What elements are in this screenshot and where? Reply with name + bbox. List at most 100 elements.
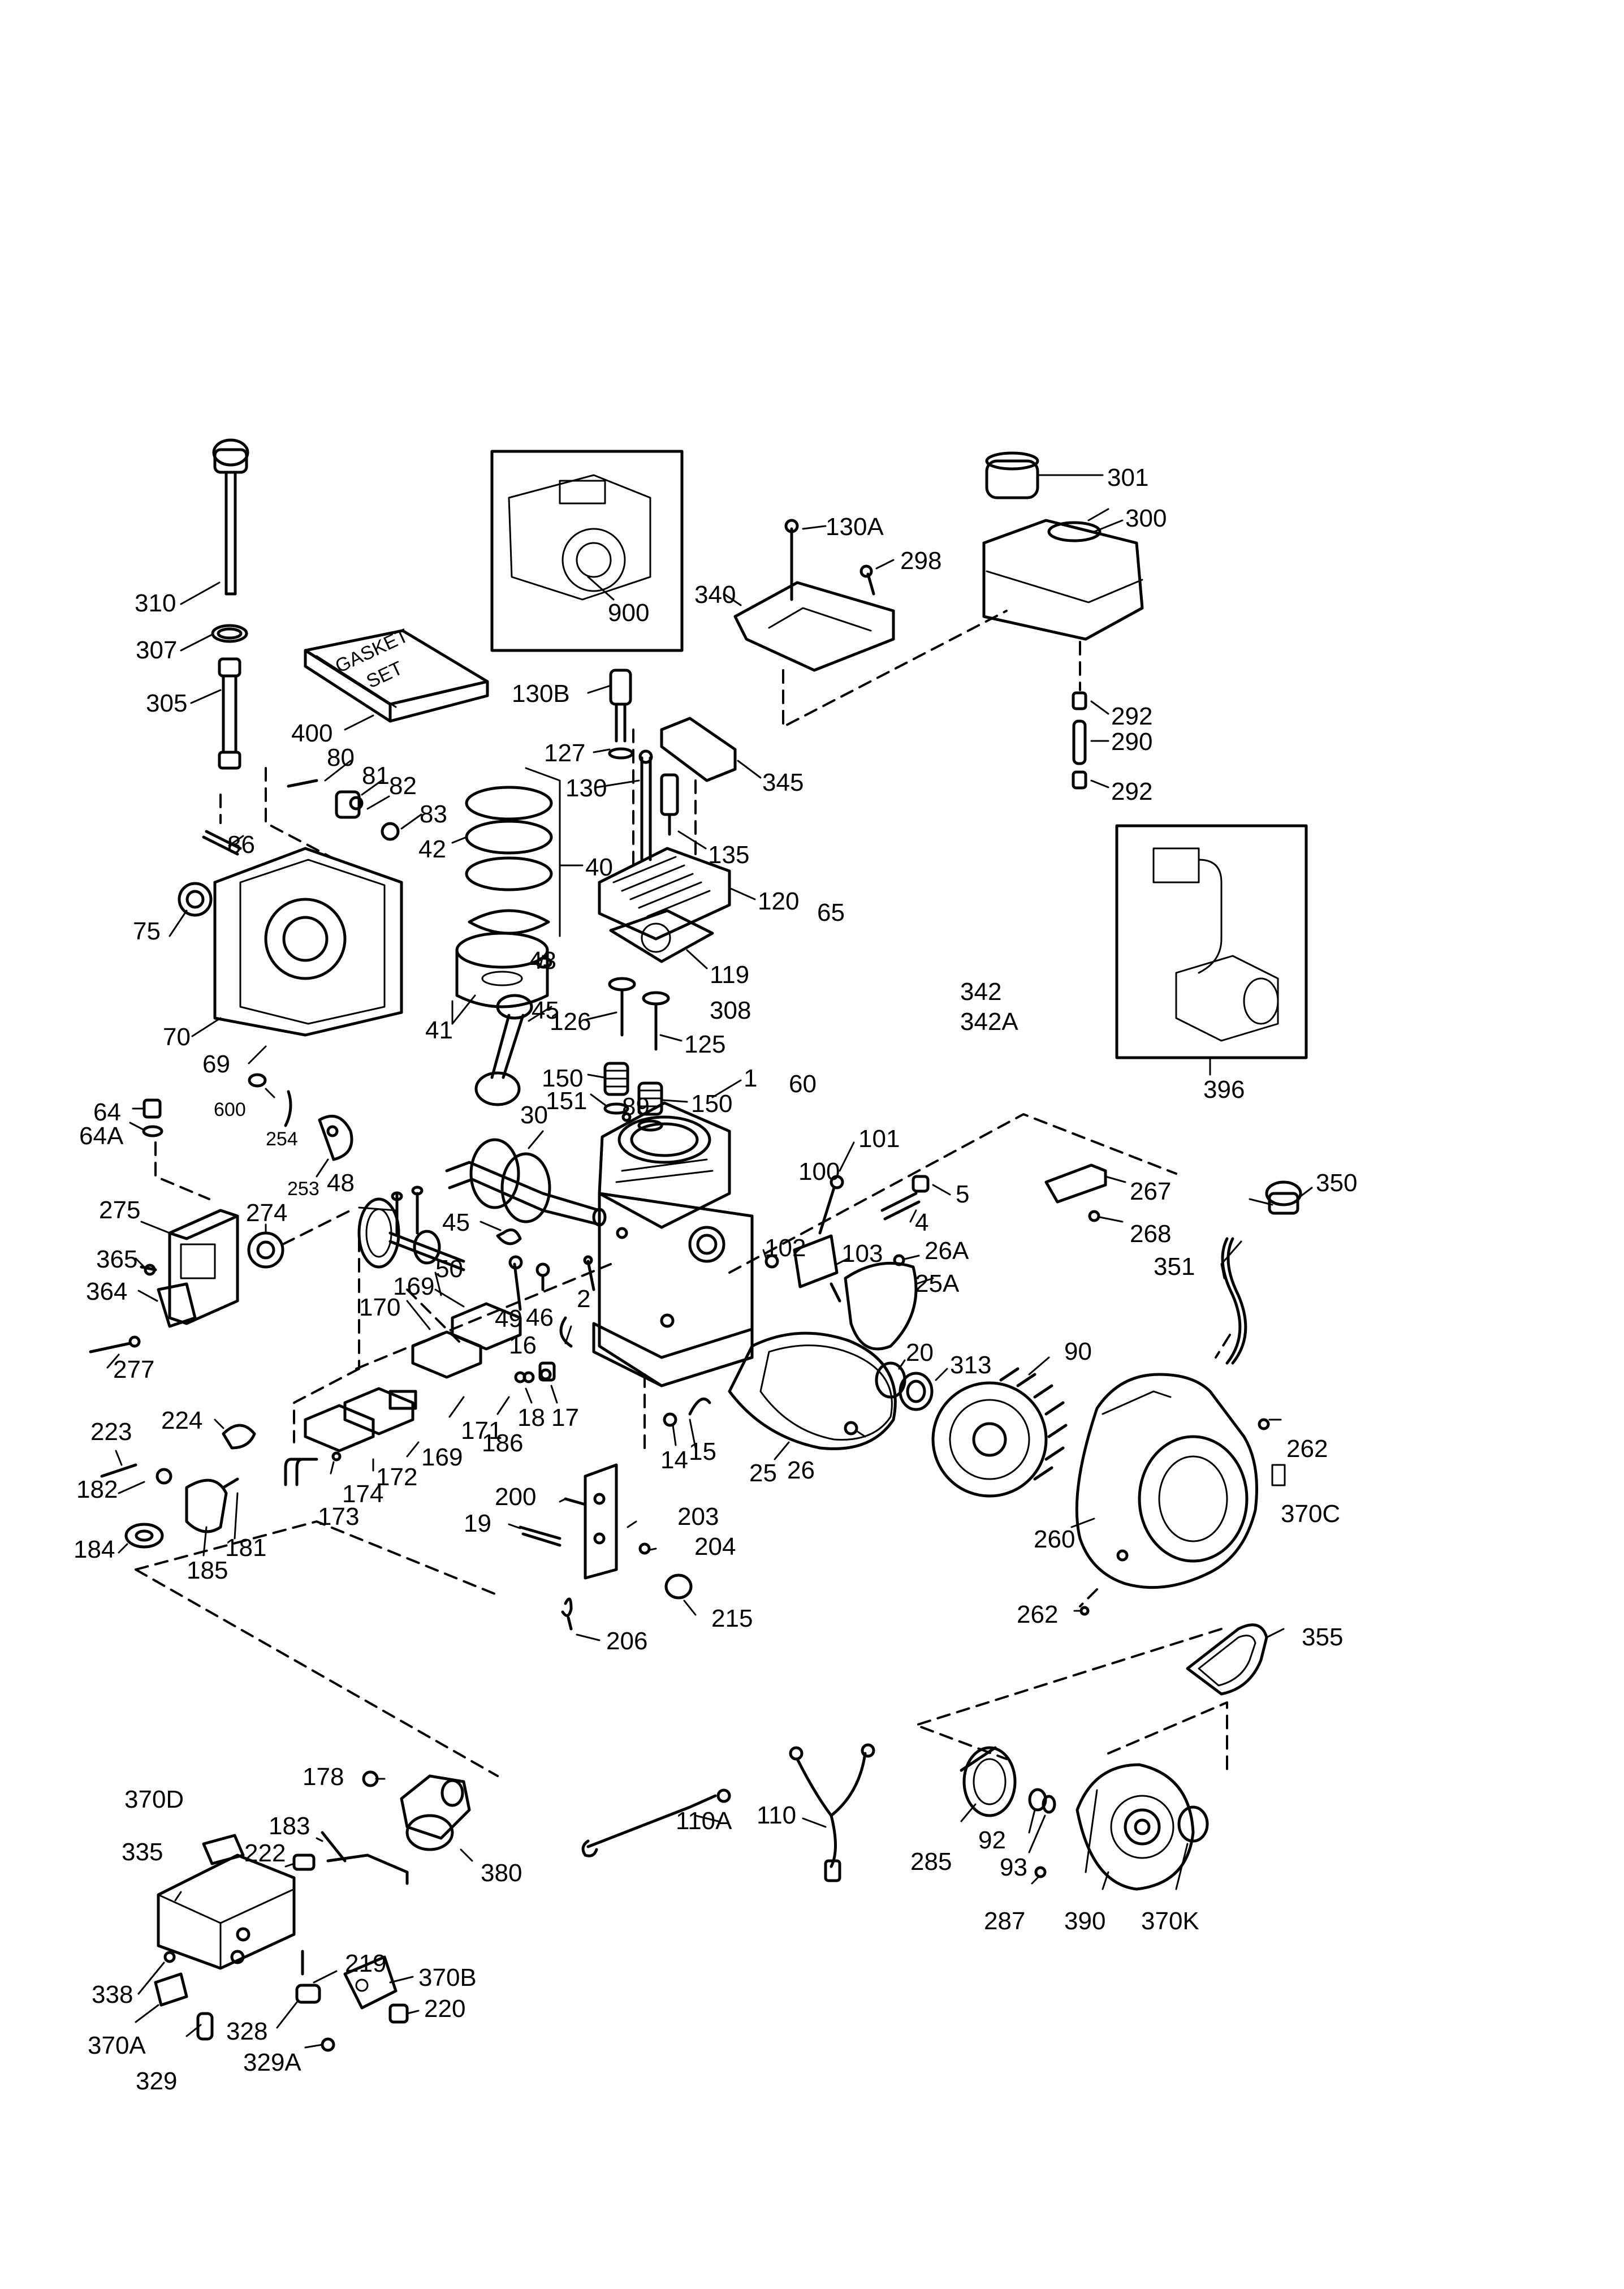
callout-350: 350 — [1316, 1169, 1358, 1197]
callout-102: 102 — [765, 1234, 806, 1262]
callout-308: 308 — [710, 997, 751, 1024]
governor-linkage — [522, 1361, 711, 1449]
callout-150-right: 150 — [691, 1090, 733, 1118]
callout-86: 86 — [227, 831, 255, 859]
callout-185: 185 — [187, 1557, 228, 1584]
callout-110: 110 — [757, 1801, 797, 1829]
ground-wires — [581, 1743, 875, 1882]
callout-290: 290 — [1111, 728, 1153, 756]
callout-75: 75 — [133, 917, 161, 945]
callout-170: 170 — [359, 1294, 401, 1321]
callout-262-lower: 262 — [1017, 1601, 1059, 1628]
guide-lines-top — [782, 610, 1081, 728]
callout-41: 41 — [425, 1016, 453, 1044]
governor-control — [508, 1463, 697, 1641]
gasket-set-package — [304, 629, 489, 731]
callout-183: 183 — [269, 1812, 310, 1840]
piston — [451, 932, 552, 1025]
callout-81: 81 — [362, 762, 390, 790]
callout-338: 338 — [92, 1981, 133, 2008]
callout-274: 274 — [246, 1199, 288, 1227]
callout-45-lower: 45 — [442, 1209, 470, 1236]
callout-329A: 329A — [243, 2049, 301, 2076]
callout-45-upper: 45 — [532, 997, 559, 1024]
cylinder-block — [592, 1079, 754, 1387]
callout-169-lower: 169 — [421, 1443, 463, 1471]
callout-182: 182 — [76, 1476, 118, 1503]
callout-49: 49 — [495, 1305, 522, 1333]
callout-4: 4 — [915, 1209, 929, 1236]
callout-127: 127 — [544, 739, 586, 767]
callout-380: 380 — [481, 1859, 522, 1887]
guide-lines-muffler — [154, 1141, 360, 1443]
callout-390: 390 — [1064, 1907, 1106, 1935]
callout-125: 125 — [684, 1031, 726, 1058]
guide-lines-right — [1079, 1334, 1231, 1607]
callout-253: 253 — [287, 1178, 319, 1200]
callout-18: 18 — [517, 1404, 545, 1432]
shroud-bracket — [723, 519, 895, 672]
callout-89: 89 — [622, 1093, 650, 1120]
callout-222: 222 — [244, 1839, 286, 1867]
callout-329: 329 — [136, 2067, 178, 2095]
callout-181: 181 — [225, 1534, 267, 1562]
crankshaft — [445, 1130, 607, 1227]
callout-130: 130 — [565, 774, 607, 802]
callout-100: 100 — [798, 1158, 840, 1186]
starter-inset-box — [1115, 824, 1308, 1076]
callout-101: 101 — [858, 1125, 900, 1153]
callout-298: 298 — [900, 547, 942, 575]
callout-110A: 110A — [676, 1807, 732, 1835]
bracket-267 — [1044, 1163, 1126, 1223]
callout-126: 126 — [550, 1008, 591, 1036]
callout-43: 43 — [529, 947, 556, 975]
breather-parts — [248, 1073, 353, 1178]
callout-120: 120 — [758, 887, 800, 915]
callout-186: 186 — [482, 1429, 524, 1457]
callout-82: 82 — [389, 772, 417, 800]
guide-lines-starter — [915, 1628, 1228, 1774]
callout-305: 305 — [146, 689, 188, 717]
callout-292-upper: 292 — [1111, 702, 1153, 730]
guide-lines-left — [219, 767, 335, 860]
callout-169-upper: 169 — [393, 1273, 435, 1300]
callout-342A: 342A — [960, 1008, 1018, 1036]
callout-307: 307 — [136, 636, 178, 664]
callout-277: 277 — [113, 1356, 155, 1383]
callout-203: 203 — [677, 1503, 719, 1531]
callout-224: 224 — [161, 1407, 203, 1434]
callout-20: 20 — [906, 1339, 934, 1366]
callout-285: 285 — [910, 1848, 952, 1876]
starter-pulley — [960, 1746, 1056, 1853]
callout-19: 19 — [464, 1510, 491, 1537]
air-cleaner — [135, 1834, 296, 2041]
callout-65: 65 — [817, 899, 845, 926]
callout-364: 364 — [86, 1278, 128, 1305]
callout-42: 42 — [418, 835, 446, 863]
callout-254: 254 — [266, 1128, 298, 1150]
cylinder-head-parts — [584, 669, 762, 1132]
dipstick-assembly — [180, 438, 249, 770]
callout-64: 64 — [93, 1098, 121, 1126]
starter-handle — [1186, 1623, 1285, 1696]
callout-365: 365 — [96, 1245, 138, 1273]
callout-64A: 64A — [79, 1122, 124, 1150]
callout-370C: 370C — [1281, 1500, 1341, 1528]
callout-83: 83 — [420, 800, 447, 828]
engine-inset-box — [490, 450, 684, 652]
callout-287: 287 — [984, 1907, 1026, 1935]
callout-70: 70 — [163, 1023, 191, 1051]
callout-40: 40 — [585, 853, 613, 881]
callout-25A: 25A — [915, 1270, 960, 1297]
governor-parts — [287, 760, 422, 841]
callout-300: 300 — [1125, 505, 1167, 532]
callout-130A: 130A — [826, 513, 884, 541]
callout-370A: 370A — [88, 2032, 146, 2059]
callout-600: 600 — [214, 1099, 246, 1120]
callout-340: 340 — [694, 581, 736, 609]
callout-130B: 130B — [512, 680, 570, 708]
callout-215: 215 — [711, 1605, 753, 1632]
guide-lines-lower-left — [135, 1520, 499, 1777]
camshaft — [357, 1186, 465, 1296]
